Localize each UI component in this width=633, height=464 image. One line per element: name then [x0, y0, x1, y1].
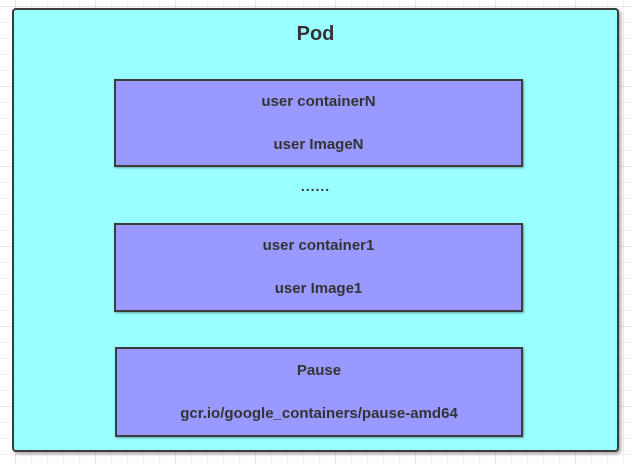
- pause-container-name: Pause: [296, 361, 342, 379]
- container-n-shape[interactable]: user containerN user ImageN: [114, 79, 523, 167]
- container-1-image: user Image1: [274, 280, 363, 297]
- container-n-name: user containerN: [261, 92, 376, 110]
- container-1-name: user container1: [262, 237, 375, 254]
- ellipsis-label: ......: [300, 178, 331, 194]
- container-1-shape[interactable]: user container1 user Image1: [114, 223, 523, 312]
- container-n-image: user ImageN: [273, 135, 364, 153]
- pause-container-image: gcr.io/google_containers/pause-amd64: [180, 404, 458, 422]
- pod-shape[interactable]: Pod user containerN user ImageN ...... u…: [12, 8, 619, 452]
- pause-container-shape[interactable]: Pause gcr.io/google_containers/pause-amd…: [115, 347, 523, 437]
- pod-title: Pod: [296, 23, 335, 45]
